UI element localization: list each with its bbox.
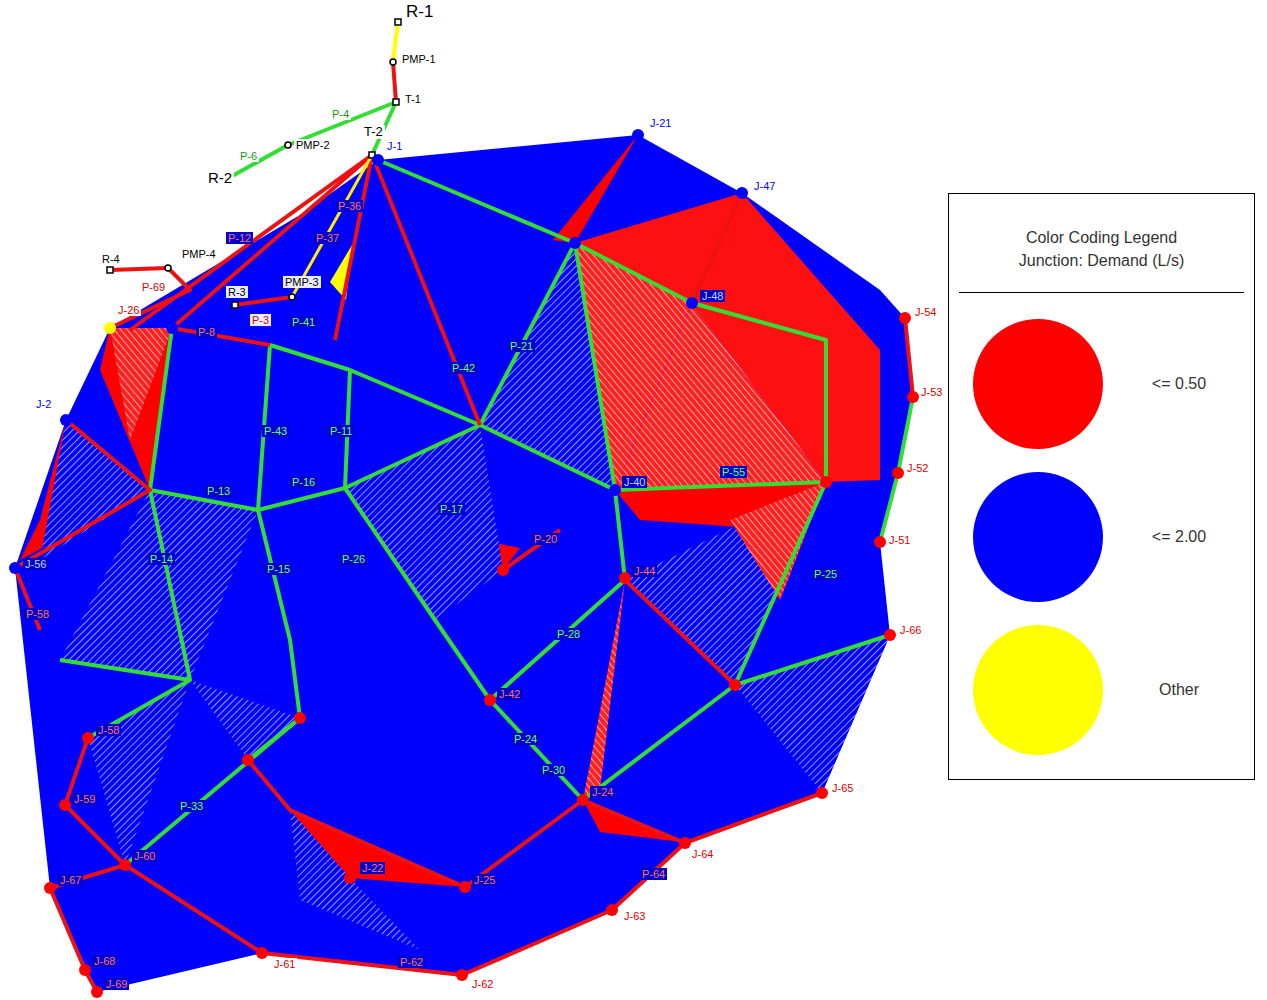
facility-label: PMP-2: [294, 139, 332, 151]
junction-label: J-67: [58, 874, 83, 886]
pipe-label: P-33: [178, 800, 205, 812]
facility-label: PMP-3: [283, 276, 321, 288]
legend-swatch: [973, 319, 1103, 449]
junction-label: J-47: [752, 180, 777, 192]
junction-label: J-62: [470, 978, 495, 990]
pipe-label: P-58: [24, 608, 51, 620]
facility-label: R-2: [206, 170, 234, 187]
facility-label: R-1: [404, 3, 435, 22]
pipe-label: P-41: [290, 316, 317, 328]
facility-label: PMP-4: [180, 248, 218, 260]
junction-label: J-58: [96, 724, 121, 736]
junction-label: J-61: [272, 958, 297, 970]
legend-box: Color Coding Legend Junction: Demand (L/…: [948, 193, 1255, 780]
junction-label: J-48: [700, 290, 725, 302]
junction-label: J-52: [905, 462, 930, 474]
junction-label: J-65: [830, 782, 855, 794]
junction-label: J-42: [497, 688, 522, 700]
pipe-label: P-55: [720, 466, 747, 478]
legend-heading: Color Coding Legend Junction: Demand (L/…: [997, 194, 1207, 272]
pipe-label: P-12: [226, 232, 253, 244]
facility-label: T-1: [403, 93, 423, 105]
legend-rule: [959, 292, 1244, 293]
junction-label: J-25: [472, 874, 497, 886]
junction-label: J-26: [116, 304, 141, 316]
junction-label: J-64: [690, 848, 715, 860]
facility-label: R-3: [226, 286, 248, 298]
pipe-label: P-21: [508, 340, 535, 352]
pipe-label: P-43: [262, 425, 289, 437]
legend-swatch: [973, 625, 1103, 755]
junction-label: J-40: [622, 476, 647, 488]
facility-label: PMP-1: [400, 53, 438, 65]
legend-label: <= 0.50: [1152, 375, 1206, 393]
junction-label: J-53: [919, 386, 944, 398]
junction-label: J-69: [104, 978, 129, 990]
junction-label: J-22: [360, 862, 385, 874]
pipe-label: P-16: [290, 476, 317, 488]
pipe-label: P-42: [450, 362, 477, 374]
junction-label: J-24: [590, 786, 615, 798]
junction-label: J-63: [622, 910, 647, 922]
pipe-label: P-25: [812, 568, 839, 580]
junction-label: J-2: [34, 398, 53, 410]
junction-label: J-54: [913, 306, 938, 318]
junction-label: J-51: [887, 534, 912, 546]
junction-label: J-68: [92, 955, 117, 967]
junction-label: J-60: [132, 850, 157, 862]
legend-swatch: [973, 472, 1103, 602]
junction-label: J-59: [72, 793, 97, 805]
pipe-label: P-30: [540, 764, 567, 776]
pipe-label: P-69: [140, 281, 167, 293]
pipe-label: P-26: [340, 553, 367, 565]
pipe-label: P-4: [330, 108, 351, 120]
pipe-label: P-17: [438, 503, 465, 515]
junction-label: J-44: [632, 565, 657, 577]
pipe-label: P-64: [640, 868, 667, 880]
junction-label: J-56: [23, 558, 48, 570]
junction-label: J-66: [898, 624, 923, 636]
pipe-label: P-62: [398, 956, 425, 968]
junction-label: J-1: [385, 140, 404, 152]
junction-label: J-21: [648, 117, 673, 129]
legend-label: <= 2.00: [1152, 528, 1206, 546]
pipe-label: P-6: [238, 150, 259, 162]
pipe-label: P-13: [205, 485, 232, 497]
pipe-label: P-36: [336, 200, 363, 212]
facility-label: T-2: [362, 125, 385, 139]
pipe-label: P-15: [265, 563, 292, 575]
facility-label: R-4: [100, 253, 122, 265]
pipe-label: P-37: [314, 232, 341, 244]
pipe-label: P-11: [328, 425, 354, 437]
pipe-label: P-28: [555, 628, 582, 640]
pipe-label: P-3: [250, 314, 271, 326]
legend-label: Other: [1159, 681, 1199, 699]
pipe-label: P-24: [512, 733, 539, 745]
pipe-label: P-8: [196, 326, 217, 338]
pipe-label: P-20: [532, 533, 559, 545]
pipe-label: P-14: [148, 553, 175, 565]
